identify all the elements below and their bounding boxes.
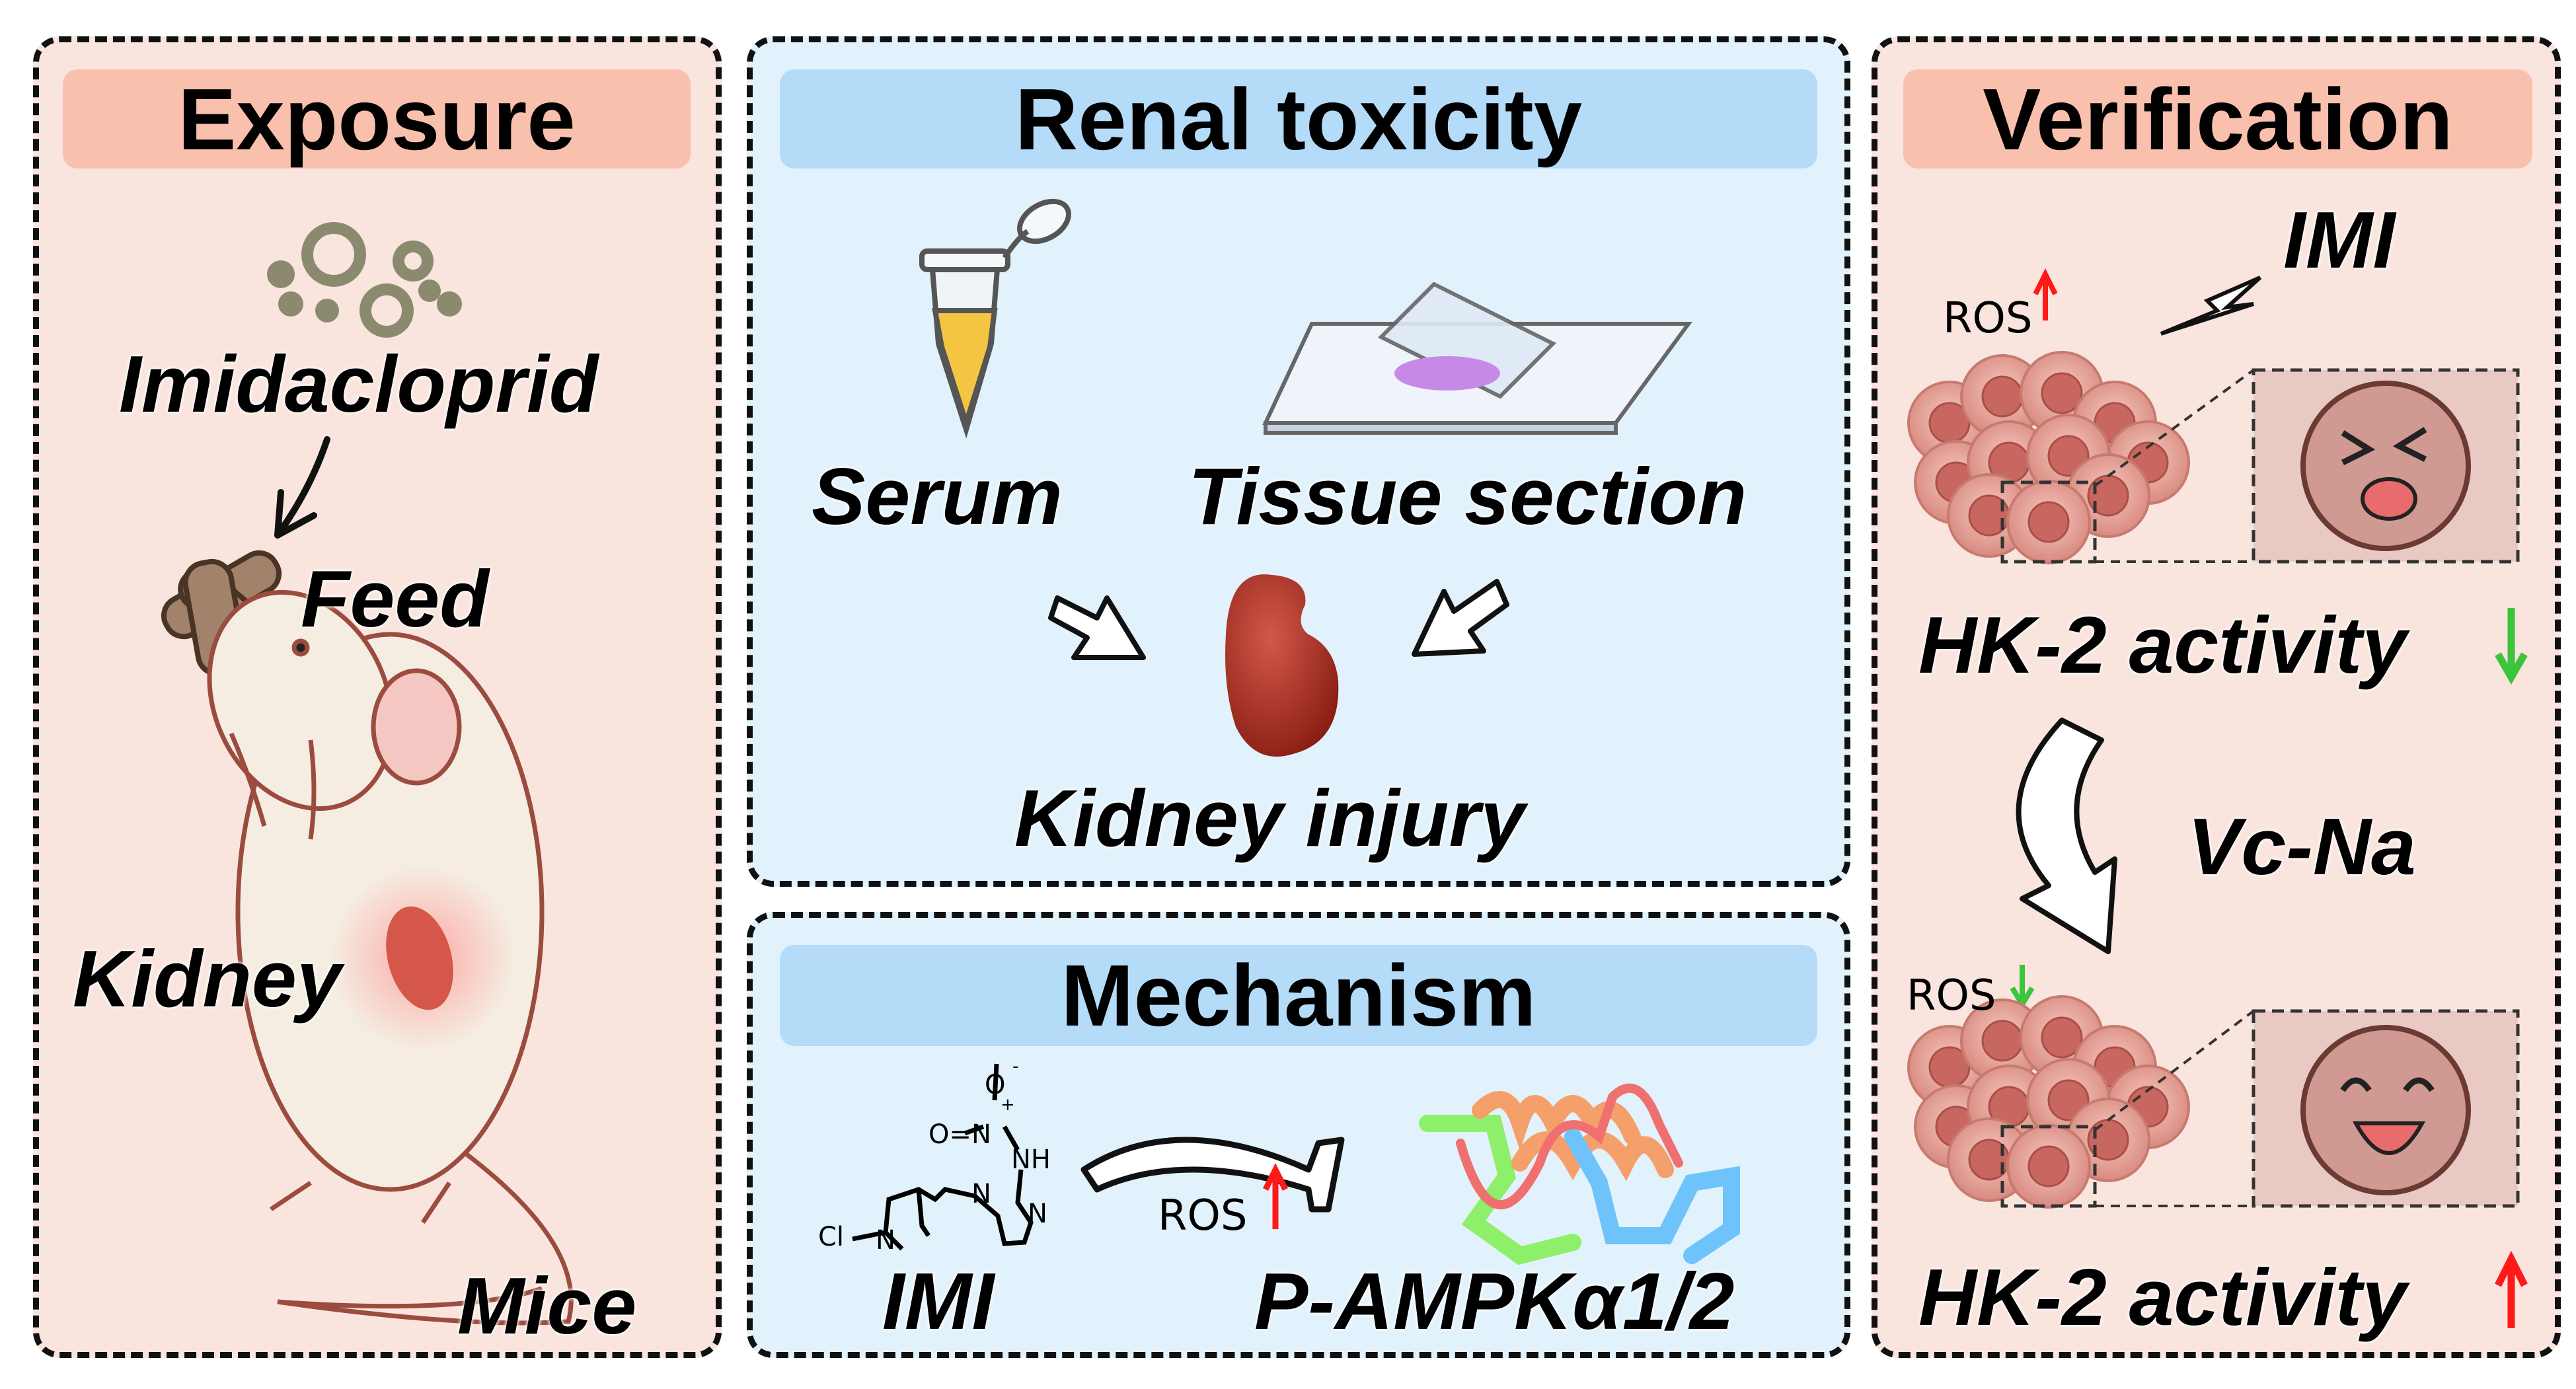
cell-cluster-icon [1909, 352, 2189, 563]
hollow-arrow-right [1412, 579, 1509, 657]
mice-label: Mice [457, 1261, 637, 1351]
green-down-arrow-icon [2495, 608, 2528, 685]
molecule-label: - [1012, 1057, 1018, 1076]
happy-cell-icon [2300, 1025, 2471, 1195]
verification-title: Verification [1903, 69, 2532, 169]
particles-icon [267, 222, 462, 338]
zoom-line [2094, 369, 2255, 563]
kidney-injury-label: Kidney injury [1014, 773, 1525, 863]
hk2-activity-top-label: HK-2 activity [1918, 600, 2407, 690]
molecule-label: O [985, 1070, 1005, 1100]
mechanism-title: Mechanism [780, 945, 1817, 1046]
molecule-label: N [1028, 1199, 1047, 1229]
lightning-icon [2160, 276, 2262, 336]
ros-top-label: ROS [1943, 294, 2033, 343]
ros-bottom-label: ROS [1907, 971, 1996, 1020]
ros-label: ROS [1158, 1191, 1248, 1240]
sad-cell-icon [2300, 381, 2471, 551]
imidacloprid-label: Imidacloprid [119, 339, 599, 429]
green-down-arrow-icon [2010, 965, 2035, 1010]
inhibition-arrow [1080, 1137, 1345, 1213]
protein-icon [1419, 1083, 1740, 1265]
up-arrow-icon [2033, 268, 2058, 320]
hollow-arrow-left [1048, 595, 1146, 660]
imi-stimulus-label: IMI [2283, 195, 2396, 285]
tube-icon [919, 198, 1071, 439]
serum-label: Serum [812, 451, 1063, 541]
p-ampk-label: P-AMPKα1/2 [1254, 1256, 1735, 1346]
up-arrow-icon [1262, 1162, 1289, 1229]
molecule-label: NH [1011, 1145, 1051, 1175]
molecule-label: N [971, 1179, 991, 1209]
feed-label: Feed [301, 554, 489, 644]
molecule-label: + [1001, 1095, 1015, 1115]
molecule-label: Cl [818, 1222, 844, 1252]
exposure-title: Exposure [63, 69, 691, 169]
vc-na-label: Vc-Na [2187, 802, 2416, 891]
molecule-structure [852, 1063, 1034, 1251]
arrow-to-feed [274, 436, 330, 539]
imi-label: IMI [882, 1256, 995, 1346]
kidney-icon [1225, 574, 1339, 757]
molecule-label: O=N [928, 1119, 991, 1150]
renal-toxicity-title: Renal toxicity [780, 69, 1817, 169]
curved-arrow [2016, 718, 2117, 954]
zoom-line [2094, 1010, 2255, 1207]
cell-cluster-icon [1909, 996, 2189, 1207]
hk2-activity-bottom-label: HK-2 activity [1918, 1252, 2407, 1342]
red-up-arrow-icon [2495, 1250, 2528, 1328]
tissue-section-label: Tissue section [1188, 451, 1747, 541]
slide-icon [1262, 282, 1692, 435]
kidney-label: Kidney [73, 934, 342, 1024]
molecule-label: N [876, 1225, 895, 1256]
mouse-kidney-icon [386, 906, 453, 1010]
